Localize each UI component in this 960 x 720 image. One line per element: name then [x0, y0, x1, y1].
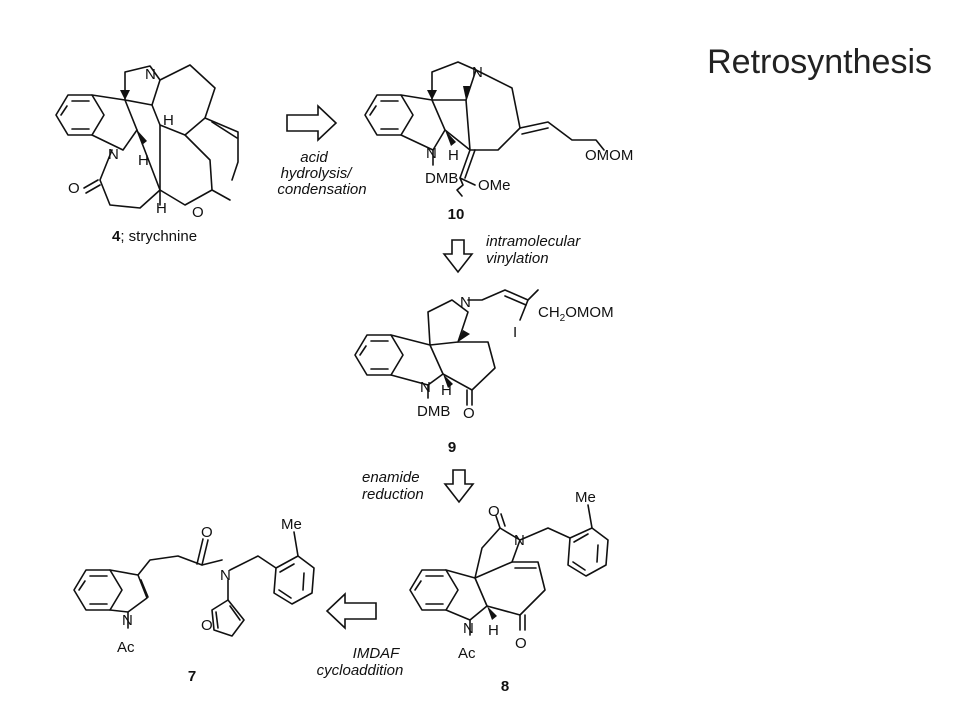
atom-N: N — [420, 379, 431, 396]
transform-label-3: enamide reduction — [362, 469, 424, 503]
atom-H: H — [156, 200, 167, 217]
svg-text:reduction: reduction — [362, 486, 424, 503]
atom-H: H — [448, 147, 459, 164]
atom-O: O — [515, 635, 527, 652]
atom-H: H — [163, 112, 174, 129]
svg-text:vinylation: vinylation — [486, 250, 549, 267]
atom-H: H — [138, 152, 149, 169]
compound-8-number: 8 — [501, 678, 509, 695]
atom-Ac: Ac — [117, 639, 135, 656]
svg-text:condensation: condensation — [277, 181, 366, 198]
atom-N: N — [108, 146, 119, 163]
atom-N: N — [122, 612, 133, 629]
atom-N: N — [220, 567, 231, 584]
atom-DMB: DMB — [417, 403, 450, 420]
retro-arrow-right — [286, 104, 338, 142]
atom-I: I — [513, 324, 517, 341]
svg-text:cycloaddition: cycloaddition — [317, 662, 404, 679]
transform-label-4: IMDAF cycloaddition — [317, 645, 404, 679]
atom-H: H — [441, 382, 452, 399]
atom-O: O — [463, 405, 475, 422]
atom-OMe: OMe — [478, 177, 511, 194]
atom-N: N — [426, 145, 437, 162]
compound-8-structure: O N Me N H O Ac — [409, 489, 609, 662]
atom-O: O — [488, 503, 500, 520]
atom-Ac: Ac — [458, 645, 476, 662]
transform-label-2: intramolecular vinylation — [486, 233, 581, 267]
atom-N: N — [463, 620, 474, 637]
atom-O: O — [68, 180, 80, 197]
strychnine-caption: 4; strychnine — [112, 228, 197, 245]
atom-DMB: DMB — [425, 170, 458, 187]
atom-N: N — [472, 64, 483, 81]
retro-arrow-left — [325, 592, 377, 630]
compound-10-structure: N N H DMB OMe OMOM — [364, 61, 633, 197]
compound-7-number: 7 — [188, 668, 196, 685]
compound-7-structure: O N Me N O Ac — [73, 516, 315, 656]
compound-9-number: 9 — [448, 439, 456, 456]
svg-text:acid: acid — [300, 149, 328, 166]
atom-O: O — [192, 204, 204, 221]
retro-arrow-down — [442, 239, 474, 274]
retro-arrow-down — [443, 469, 475, 504]
svg-text:IMDAF: IMDAF — [353, 645, 401, 662]
atom-CH2OMOM: CH2OMOM — [538, 304, 614, 324]
atom-N: N — [460, 294, 471, 311]
strychnine-structure: N N O O H H H — [55, 64, 239, 221]
slide-title: Retrosynthesis — [707, 43, 932, 81]
atom-Me: Me — [575, 489, 596, 506]
svg-text:intramolecular: intramolecular — [486, 233, 581, 250]
svg-text:enamide: enamide — [362, 469, 420, 486]
atom-N: N — [145, 66, 156, 83]
atom-O: O — [201, 524, 213, 541]
transform-label-1: acid hydrolysis/ condensation — [277, 149, 366, 198]
atom-Me: Me — [281, 516, 302, 533]
compound-9-structure: N N H I O DMB CH2OMOM — [354, 289, 614, 422]
atom-N: N — [514, 532, 525, 549]
svg-text:hydrolysis/: hydrolysis/ — [281, 165, 354, 182]
compound-10-number: 10 — [448, 206, 465, 223]
atom-H: H — [488, 622, 499, 639]
atom-OMOM: OMOM — [585, 147, 633, 164]
atom-O: O — [201, 617, 213, 634]
